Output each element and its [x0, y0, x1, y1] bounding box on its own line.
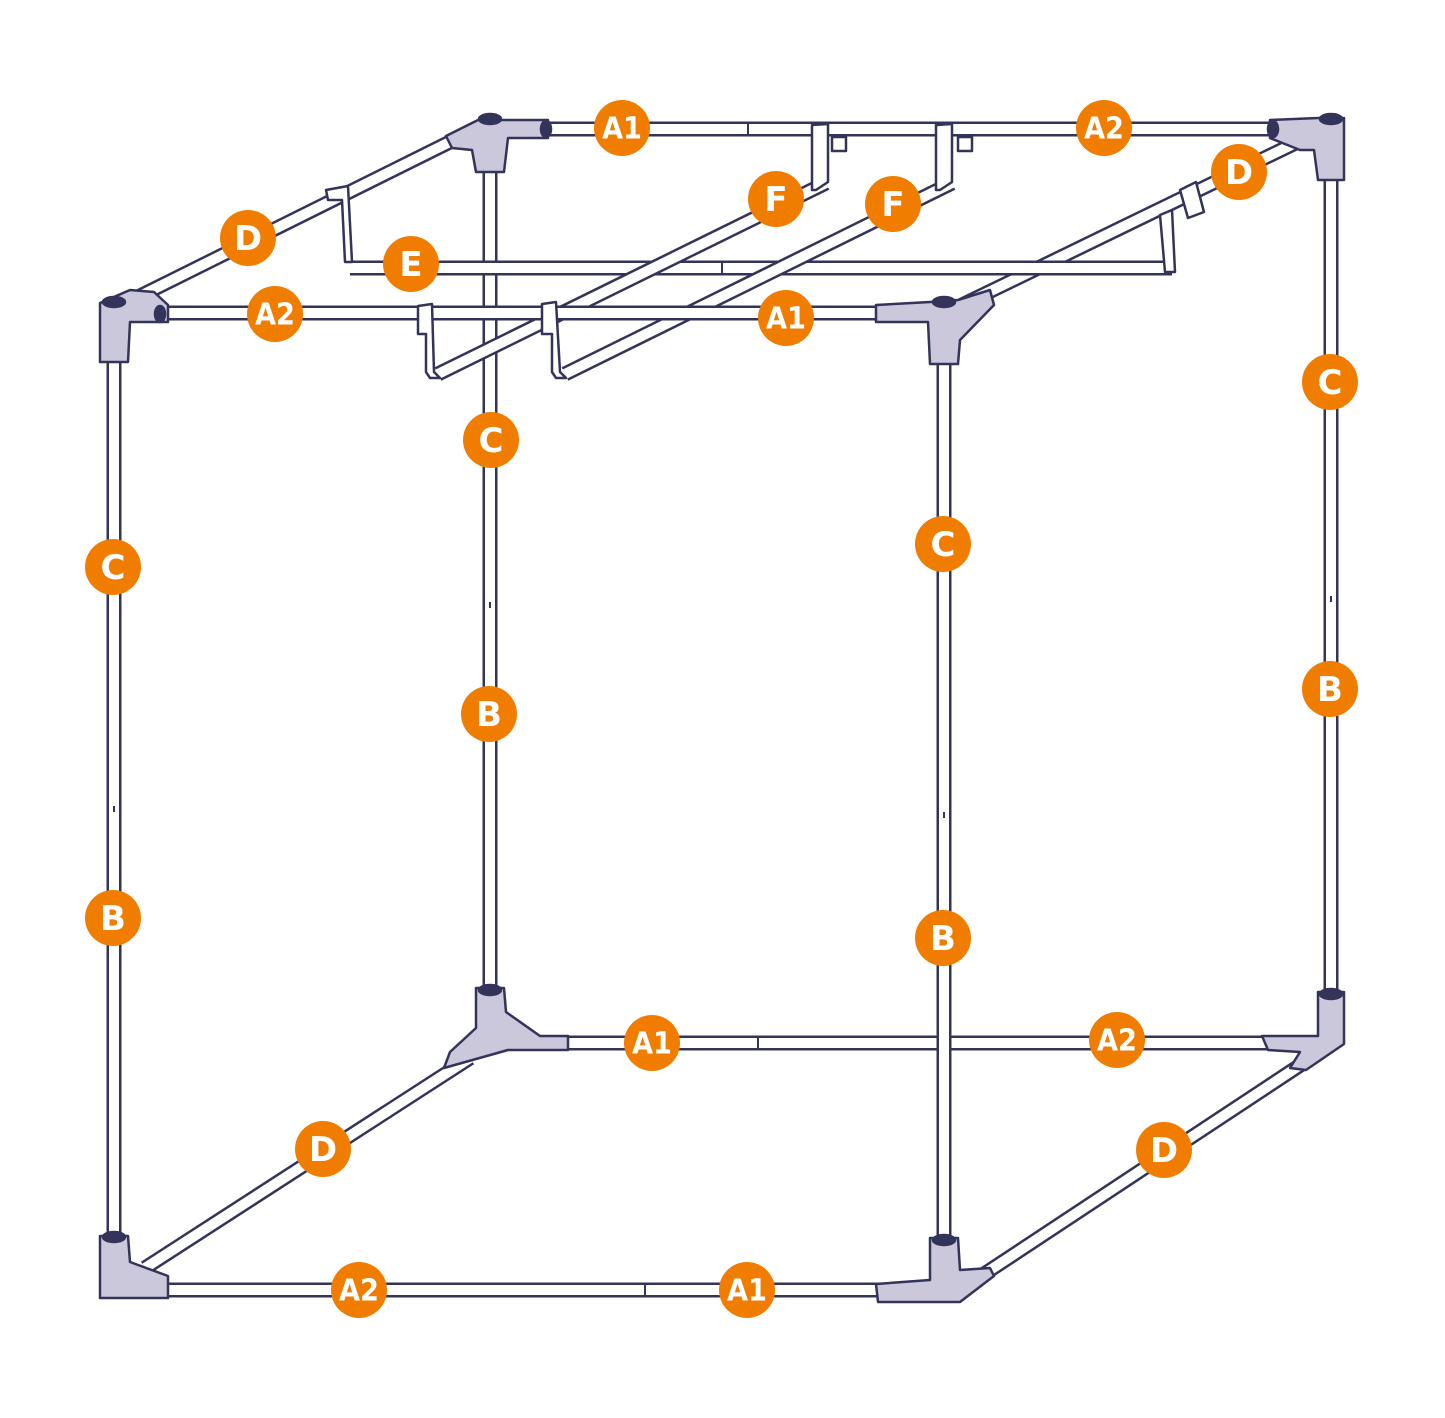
label-bottom-back-left: A1 [624, 1015, 680, 1071]
connector-bottom-front-left [98, 1230, 170, 1300]
label-badge [1136, 1122, 1192, 1178]
connector-top-back-left [444, 112, 553, 174]
label-badge [865, 176, 921, 232]
label-text: D [1225, 153, 1253, 193]
label-crossbar-e: E [383, 236, 439, 292]
label-badge [915, 516, 971, 572]
connector-top-front-right [874, 288, 996, 366]
label-badge [1076, 100, 1132, 156]
label-top-back-right: A2 [1076, 100, 1132, 156]
label-text: C [1318, 363, 1343, 403]
label-badge [594, 100, 650, 156]
label-text: A2 [255, 298, 295, 333]
clip-f1-tab [830, 135, 848, 153]
label-bottom-front-left: A2 [331, 1262, 387, 1318]
label-front-left-lower: B [85, 890, 141, 946]
label-badge [719, 1262, 775, 1318]
clip-f2-bottom [540, 300, 568, 380]
clip-e-left [324, 184, 354, 264]
label-badge [85, 890, 141, 946]
label-top-front-left: A2 [247, 286, 303, 342]
label-front-right-lower: B [915, 910, 971, 966]
label-badge [1302, 661, 1358, 717]
label-bottom-back-right: A2 [1089, 1012, 1145, 1068]
label-badge [463, 412, 519, 468]
label-text: A1 [602, 112, 642, 147]
clip-f1-bottom [416, 302, 442, 380]
connector-top-front-left [98, 288, 170, 364]
label-back-left-upper: C [463, 412, 519, 468]
connector-bottom-back-left [442, 983, 570, 1070]
label-text: B [1317, 670, 1343, 710]
label-text: D [234, 219, 262, 259]
label-hanger-f2: F [865, 176, 921, 232]
label-text: C [479, 421, 504, 461]
clip-f2-top [934, 122, 954, 192]
pipe-bottom-right-depth [955, 1055, 1310, 1297]
label-text: A2 [1084, 112, 1124, 147]
label-text: A1 [766, 302, 806, 337]
label-badge [295, 1121, 351, 1177]
label-badge [331, 1262, 387, 1318]
pipe-top-left-depth [128, 121, 482, 307]
connector-top-back-right [1266, 112, 1346, 182]
label-top-left-depth: D [220, 210, 276, 266]
label-back-left-lower: B [461, 686, 517, 742]
label-badge [915, 910, 971, 966]
hanger-clips [324, 122, 1206, 380]
label-bottom-right-depth: D [1136, 1122, 1192, 1178]
label-badge [758, 290, 814, 346]
label-text: D [1150, 1131, 1178, 1171]
label-front-right-upper: C [915, 516, 971, 572]
label-text: B [476, 695, 502, 735]
label-text: A1 [632, 1027, 672, 1062]
label-top-back-right-depth: D [1211, 144, 1267, 200]
label-front-left-upper: C [85, 539, 141, 595]
label-hanger-f1: F [748, 171, 804, 227]
clip-e-right [1158, 208, 1177, 274]
label-badge [748, 171, 804, 227]
label-badge [383, 236, 439, 292]
label-badge [220, 210, 276, 266]
label-badge [461, 686, 517, 742]
label-text: C [101, 548, 126, 588]
label-top-back-left: A1 [594, 100, 650, 156]
clip-d-top-right [1178, 180, 1206, 220]
label-bottom-front-right: A1 [719, 1262, 775, 1318]
label-text: C [931, 525, 956, 565]
label-badge [1302, 354, 1358, 410]
label-text: D [309, 1130, 337, 1170]
label-back-right-lower: B [1302, 661, 1358, 717]
label-text: B [930, 919, 956, 959]
label-badge [624, 1015, 680, 1071]
label-badge [1089, 1012, 1145, 1068]
label-text: B [100, 899, 126, 939]
label-text: F [881, 185, 904, 225]
label-top-front-right: A1 [758, 290, 814, 346]
label-text: A1 [727, 1274, 767, 1309]
label-text: F [764, 180, 787, 220]
connector-bottom-back-right [1260, 987, 1346, 1072]
label-text: A2 [339, 1274, 379, 1309]
connector-bottom-front-right [874, 1233, 996, 1304]
clip-f2-tab [956, 135, 974, 153]
label-bottom-left-depth: D [295, 1121, 351, 1177]
label-badge [85, 539, 141, 595]
corner-connectors [98, 112, 1346, 1304]
clip-f1-top [810, 122, 830, 192]
label-badge [247, 286, 303, 342]
label-text: A2 [1097, 1024, 1137, 1059]
label-badge [1211, 144, 1267, 200]
label-back-right-upper: C [1302, 354, 1358, 410]
label-text: E [399, 245, 422, 285]
